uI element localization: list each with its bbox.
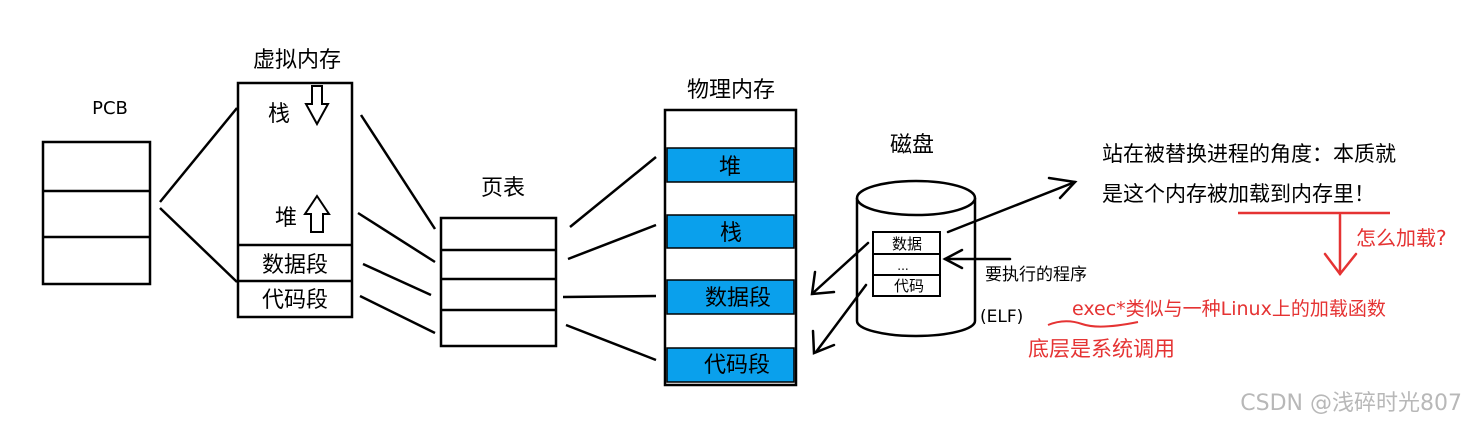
page-table-title: 页表 xyxy=(481,176,525,201)
disk-file-box xyxy=(872,231,941,297)
pcb-to-vm-lines xyxy=(159,107,238,283)
pm-data-segment-label: 数据段 xyxy=(705,286,771,311)
virtual-memory-box xyxy=(236,81,354,319)
exec-red-underline xyxy=(1047,320,1139,328)
disk-code-label: 代码 xyxy=(894,277,924,295)
elf-label: (ELF) xyxy=(980,307,1023,327)
program-pointer-arrow-icon xyxy=(942,248,1012,270)
page-table-box xyxy=(439,216,558,348)
page-table-to-pm-lines xyxy=(562,156,657,362)
stack-grow-down-arrow-icon xyxy=(304,85,330,127)
vm-stack-label: 栈 xyxy=(268,102,290,127)
pm-code-segment-block xyxy=(666,347,795,383)
disk-title: 磁盘 xyxy=(890,133,934,158)
disk-ellipsis-label: ... xyxy=(897,259,908,273)
pm-stack-block xyxy=(666,214,795,249)
vm-code-segment-label: 代码段 xyxy=(262,288,328,313)
physical-memory-box xyxy=(663,108,798,387)
virtual-memory-title: 虚拟内存 xyxy=(253,48,341,73)
pm-heap-label: 堆 xyxy=(719,155,741,180)
pm-heap-block xyxy=(666,147,795,183)
program-to-execute-label: 要执行的程序 xyxy=(985,265,1087,285)
pcb-label: PCB xyxy=(92,98,128,119)
physical-memory-title: 物理内存 xyxy=(687,78,775,103)
disk-data-label: 数据 xyxy=(892,235,922,253)
syscall-note: 底层是系统调用 xyxy=(1028,337,1175,361)
exec-note: exec*类似与一种Linux上的加载函数 xyxy=(1072,298,1386,320)
replaced-view-line1: 站在被替换进程的角度：本质就 xyxy=(1102,142,1396,166)
pm-stack-label: 栈 xyxy=(720,221,742,246)
watermark: CSDN @浅碎时光807 xyxy=(1240,391,1462,416)
red-down-arrow-icon xyxy=(1323,213,1358,277)
how-to-load-label: 怎么加载? xyxy=(1356,226,1447,250)
vm-heap-label: 堆 xyxy=(275,206,297,231)
replaced-view-line2: 是这个内存被加载到内存里！ xyxy=(1102,182,1375,206)
pcb-box xyxy=(41,140,152,286)
disk-to-note-arrow-icon xyxy=(946,176,1078,234)
pm-code-segment-label: 代码段 xyxy=(704,353,770,378)
vm-data-segment-label: 数据段 xyxy=(262,253,328,278)
vm-to-page-table-lines xyxy=(357,114,437,335)
pm-data-segment-block xyxy=(666,279,795,315)
disk-code-to-pm-arrow-icon xyxy=(811,283,868,355)
disk-to-pm-arrow-icon xyxy=(810,241,870,296)
heap-grow-up-arrow-icon xyxy=(303,194,331,233)
